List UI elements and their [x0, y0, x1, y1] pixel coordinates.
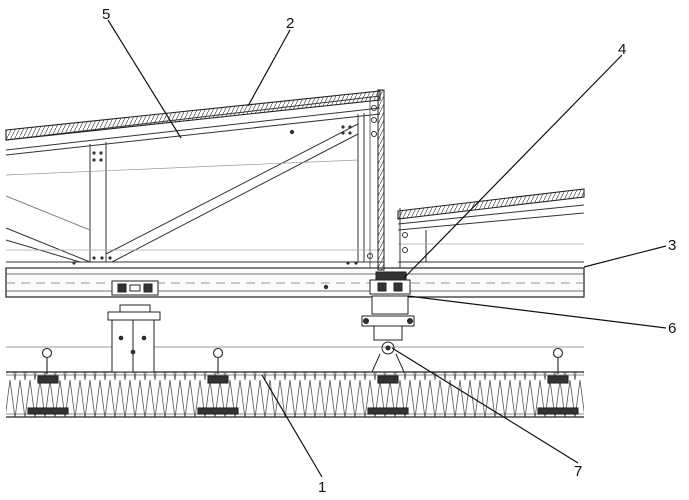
hanger-clamp	[537, 347, 579, 415]
label-2: 2	[286, 15, 294, 32]
leader-6	[407, 295, 667, 329]
leader-1	[261, 374, 323, 478]
label-6: 6	[668, 320, 676, 337]
leader-7	[391, 347, 579, 464]
label-5: 5	[102, 6, 110, 23]
left-support-trolley	[107, 280, 161, 373]
label-3: 3	[668, 237, 676, 254]
leader-4	[403, 54, 623, 279]
leader-3	[583, 245, 667, 268]
leader-lines	[107, 19, 667, 478]
hanger-clamp	[367, 375, 409, 415]
label-4: 4	[618, 41, 626, 58]
leader-2	[247, 29, 291, 107]
left-column	[367, 89, 385, 271]
label-1: 1	[318, 479, 326, 496]
track-beam	[5, 267, 585, 298]
left-truss	[5, 95, 384, 269]
hanger-clamp	[197, 347, 239, 415]
hanger-clamps	[27, 347, 579, 415]
right-truss	[397, 188, 585, 268]
center-connector	[361, 271, 415, 373]
insulation-panel	[6, 371, 584, 418]
leader-5	[107, 19, 182, 139]
left-roof-panel	[5, 90, 381, 141]
label-7: 7	[574, 463, 582, 480]
hanger-clamp	[27, 347, 69, 415]
